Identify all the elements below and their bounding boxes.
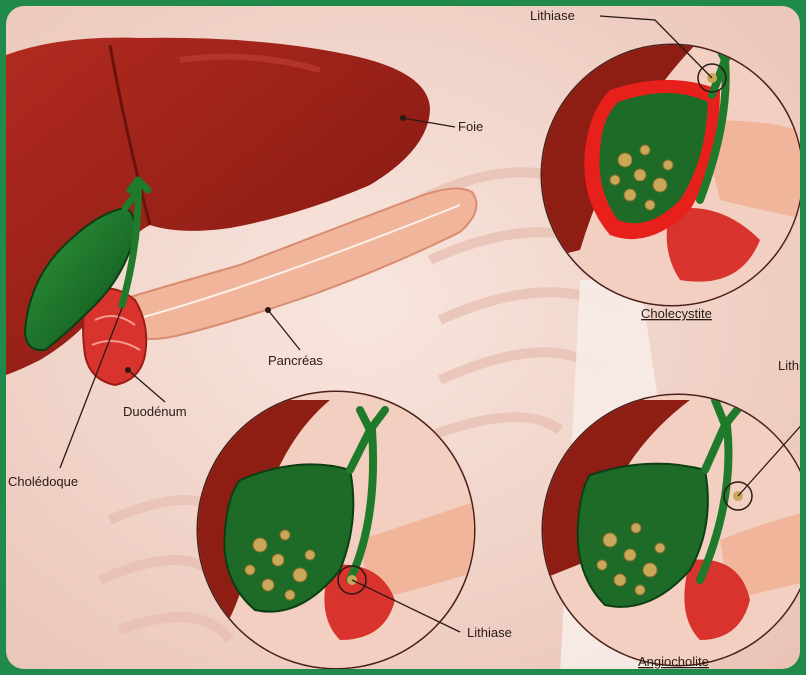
label-duodenum: Duodénum	[123, 404, 187, 419]
label-lithiase-top: Lithiase	[530, 8, 575, 23]
label-lithiase-bottom: Lithiase	[467, 625, 512, 640]
label-choledoque: Cholédoque	[8, 474, 78, 489]
label-lithiase-right: Lithi	[778, 358, 802, 373]
label-angiocholite: Angiocholite	[638, 654, 709, 669]
label-foie: Foie	[458, 119, 483, 134]
label-pancreas: Pancréas	[268, 353, 323, 368]
label-cholecystite: Cholecystite	[641, 306, 712, 321]
